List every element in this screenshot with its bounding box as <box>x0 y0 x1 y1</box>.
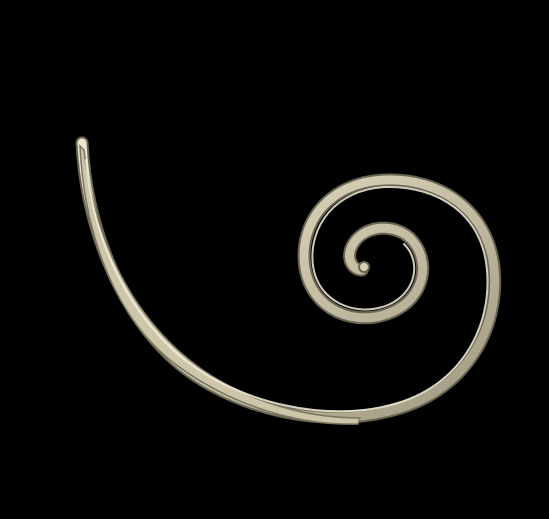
spiral-highlight <box>85 159 489 413</box>
spiral-metal-body <box>77 138 500 422</box>
spiral-tail-taper <box>79 144 362 425</box>
spiral-inner-tip <box>358 261 370 273</box>
